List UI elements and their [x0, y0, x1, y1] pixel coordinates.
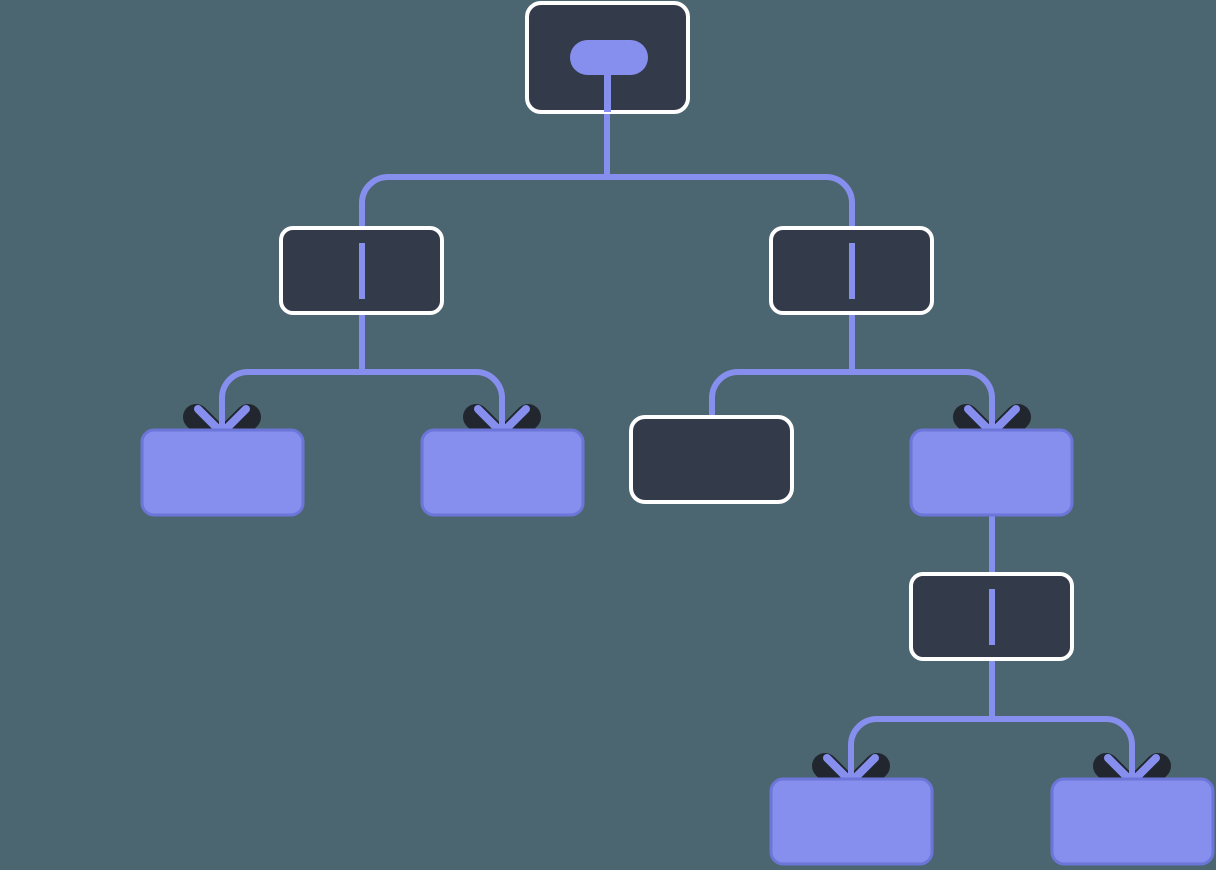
edge-branch-deep-leaf-5[interactable] [848, 716, 992, 793]
node-root[interactable] [525, 1, 690, 114]
edge-branch-right-plain-3[interactable] [709, 369, 852, 417]
node-layer [140, 1, 1215, 866]
edge-root-branch-right[interactable] [607, 174, 855, 228]
node-branch-left-bar-glyph [359, 243, 365, 299]
node-plain-3[interactable] [629, 415, 794, 504]
node-leaf-2[interactable] [420, 428, 585, 517]
node-branch-right-bar-glyph [849, 243, 855, 299]
node-branch-deep[interactable] [909, 572, 1074, 661]
node-branch-left[interactable] [279, 226, 444, 315]
node-root-capsule-icon [570, 40, 648, 75]
node-leaf-4[interactable] [909, 428, 1074, 517]
node-branch-right[interactable] [769, 226, 934, 315]
edge-branch-deep-leaf-6[interactable] [992, 716, 1135, 793]
node-root-stem-glyph [604, 56, 611, 112]
node-leaf-6[interactable] [1050, 777, 1215, 866]
node-branch-deep-bar-glyph [989, 589, 995, 645]
node-leaf-1[interactable] [140, 428, 305, 517]
node-leaf-5[interactable] [769, 777, 934, 866]
edge-root-branch-left[interactable] [359, 174, 607, 228]
edge-layer [219, 112, 1135, 793]
